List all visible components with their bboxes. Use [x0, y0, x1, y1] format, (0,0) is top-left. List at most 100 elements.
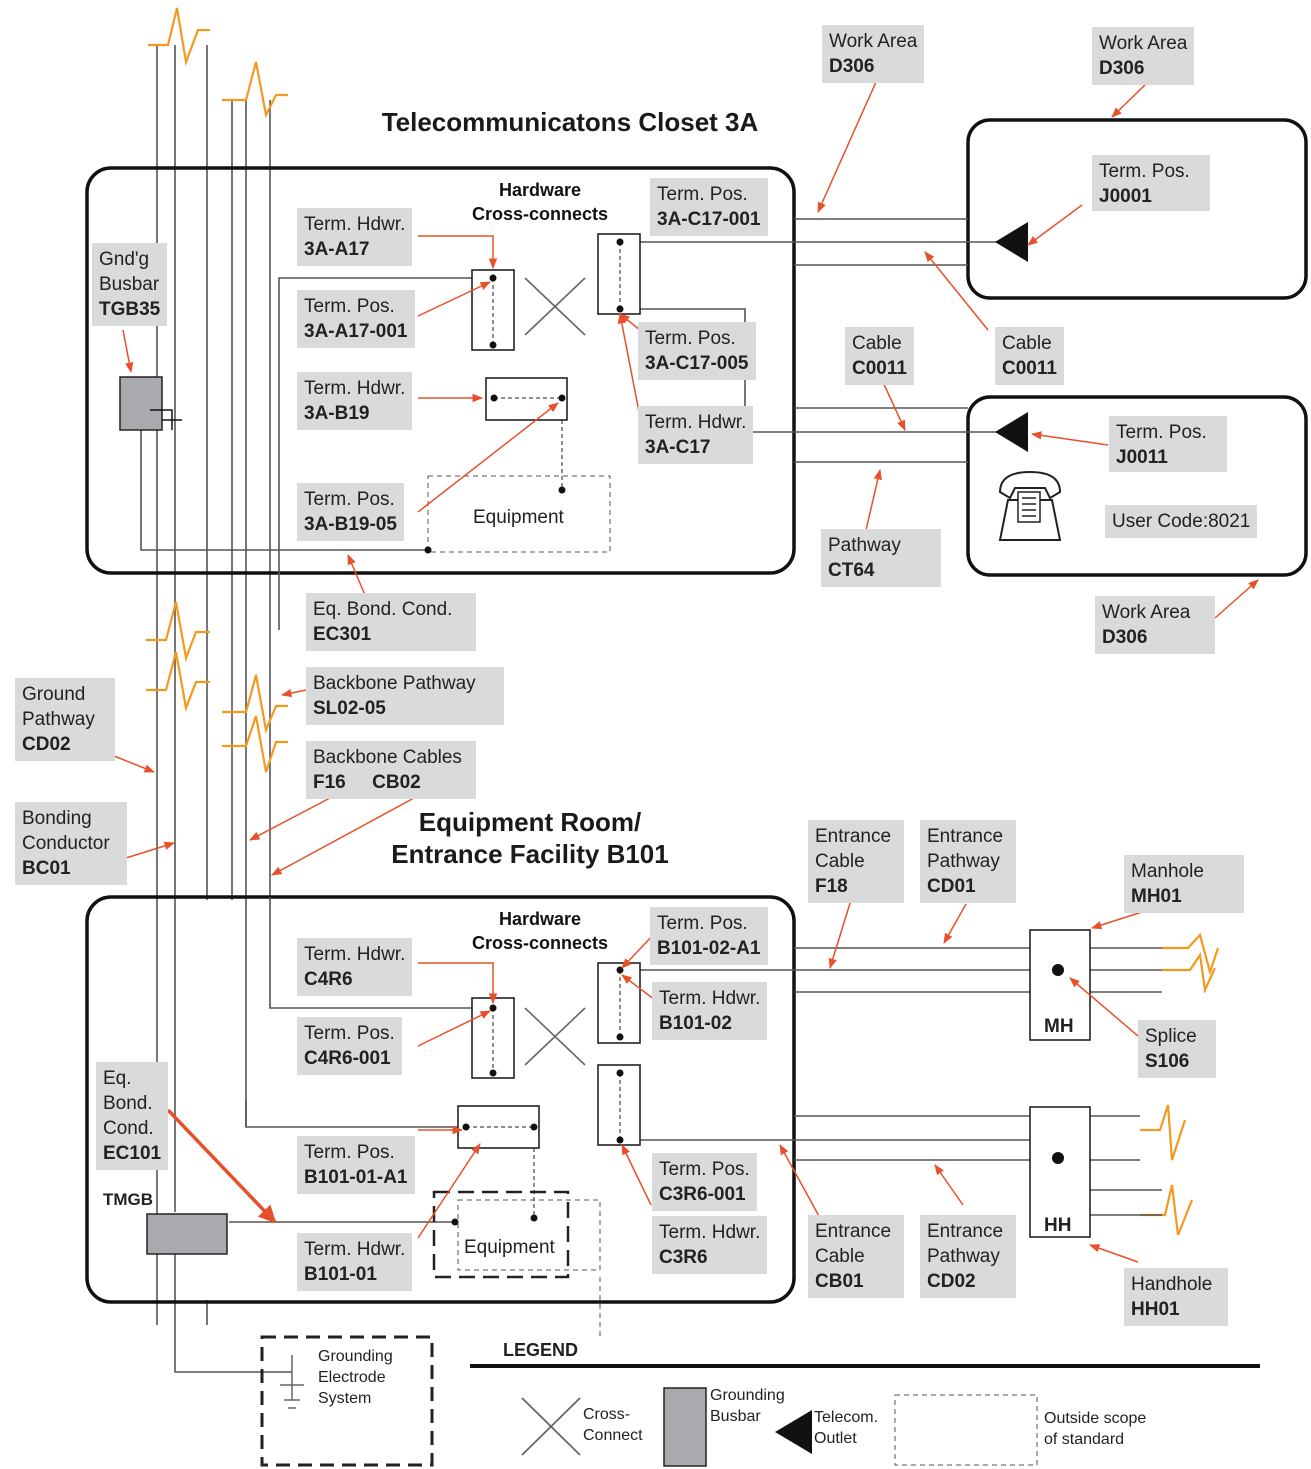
label-text: Conductor: [22, 833, 110, 854]
hardware-cross-connects-closet: Hardware Cross-connects: [455, 178, 625, 226]
term-pos-b101-01-a1-label: Term. Pos. B101-01-A1: [297, 1136, 415, 1194]
callout-arrows: [113, 81, 1259, 1263]
ge-line2: Electrode: [318, 1369, 386, 1386]
term-hdwr-3a-a17-label: Term. Hdwr.3A-A17: [297, 208, 413, 266]
label-code: 3A-C17-005: [645, 353, 749, 374]
label-text: Gnd'g: [99, 249, 150, 270]
label-code: C3R6: [659, 1247, 708, 1268]
legend-os-line1: Outside scope: [1044, 1410, 1147, 1427]
ec101-arrow: [166, 1108, 277, 1224]
closet-3a-box: [85, 166, 796, 575]
term-pos-c4r6-001-label: Term. Pos.C4R6-001: [297, 1017, 402, 1075]
equipment-room-title: Equipment Room/ Entrance Facility B101: [360, 806, 700, 870]
label-code: D306: [829, 56, 875, 77]
label-code: C0011: [852, 358, 907, 379]
label-text: Entrance: [927, 1221, 1004, 1242]
label-code: CT64: [828, 560, 875, 581]
label-code: B101-01-A1: [304, 1167, 408, 1188]
hw-cc-line2: Cross-connects: [471, 933, 609, 953]
label-code: C4R6: [304, 969, 353, 990]
legend-cross-connect: Cross- Connect: [583, 1404, 643, 1446]
hw-cc-line1: Hardware: [498, 909, 582, 929]
label-text: Term. Pos.: [659, 1159, 750, 1180]
label-text: Pathway: [927, 1246, 1000, 1267]
label-text: Term. Hdwr.: [304, 1239, 406, 1260]
label-code: CD02: [927, 1271, 976, 1292]
label-code: CD01: [927, 876, 976, 897]
label-text: Cable: [815, 1246, 865, 1267]
tmgb-busbar: [146, 1213, 228, 1255]
label-code: S106: [1145, 1051, 1190, 1072]
label-code: 3A-B19-05: [304, 514, 397, 535]
hw-cc-line1: Hardware: [498, 180, 582, 200]
label-code: CD02: [22, 734, 71, 755]
label-text: Ground: [22, 684, 86, 705]
legend-to-line1: Telecom.: [814, 1409, 879, 1426]
tgb-busbar: [119, 376, 163, 431]
eq-bond-ec101-label: Eq.Bond.Cond.EC101: [96, 1062, 168, 1170]
label-text: Bond.: [103, 1093, 153, 1114]
equipment-room-hardware: [146, 929, 1091, 1340]
legend-grounding-busbar: Grounding Busbar: [710, 1385, 785, 1427]
label-text: Term. Pos.: [1099, 161, 1190, 182]
legend-title: LEGEND: [503, 1340, 579, 1360]
label-text: Term. Pos.: [645, 328, 736, 349]
label-text: Pathway: [927, 851, 1000, 872]
label-code: 3A-B19: [304, 403, 370, 424]
label-code: J0001: [1099, 186, 1152, 207]
label-text: Term. Pos.: [304, 1142, 395, 1163]
label-code: B101-02: [659, 1013, 732, 1034]
label-text: Bonding: [22, 808, 92, 829]
mh-label: MH: [1044, 1016, 1074, 1037]
term-hdwr-3a-b19-label: Term. Hdwr.3A-B19: [297, 372, 413, 430]
backbone-lines: [156, 45, 292, 1373]
legend-gb-line2: Busbar: [710, 1408, 761, 1425]
hw-cc-line2: Cross-connects: [471, 204, 609, 224]
equipment-room-title-line2: Entrance Facility B101: [391, 839, 669, 869]
label-text: Cable: [1002, 333, 1052, 354]
term-hdwr-3a-c17-label: Term. Hdwr.3A-C17: [638, 406, 754, 464]
term-pos-3a-a17-001-label: Term. Pos.3A-A17-001: [297, 290, 415, 348]
label-code: F18: [815, 876, 848, 897]
label-code: EC101: [103, 1143, 162, 1164]
label-code: 3A-A17: [304, 239, 370, 260]
label-text: Eq.: [103, 1068, 132, 1089]
label-text: Cable: [815, 851, 865, 872]
term-pos-3a-c17-001-label: Term. Pos.3A-C17-001: [650, 178, 768, 236]
term-pos-3a-b19-05-label: Term. Pos.3A-B19-05: [297, 483, 404, 541]
term-hdwr-c3r6-label: Term. Hdwr.C3R6: [652, 1216, 768, 1274]
label-text: Entrance: [927, 826, 1004, 847]
legend-cc-line1: Cross-: [583, 1406, 631, 1423]
legend-telecom-outlet: Telecom. Outlet: [814, 1407, 878, 1449]
label-text: Pathway: [828, 535, 901, 556]
term-hdwr-b101-02-label: Term. Hdwr.B101-02: [652, 982, 768, 1040]
cable-break-symbols: [146, 7, 1220, 1236]
label-text: Term. Pos.: [304, 1023, 395, 1044]
term-hdwr-c4r6-label: Term. Hdwr.C4R6: [297, 938, 413, 996]
tmgb-label: TMGB: [103, 1190, 154, 1209]
label-code: C3R6-001: [659, 1184, 746, 1205]
label-text: Term. Pos.: [304, 296, 395, 317]
label-text: Pathway: [22, 709, 95, 730]
term-pos-b101-02-a1-label: Term. Pos.B101-02-A1: [650, 907, 768, 965]
label-text: Busbar: [99, 274, 160, 295]
label-code: J0011: [1116, 447, 1168, 468]
ge-line1: Grounding: [318, 1348, 393, 1365]
closet-hardware: [119, 233, 641, 554]
user-code-label: User Code:8021: [1105, 505, 1258, 538]
label-text: Backbone Pathway: [313, 673, 476, 694]
